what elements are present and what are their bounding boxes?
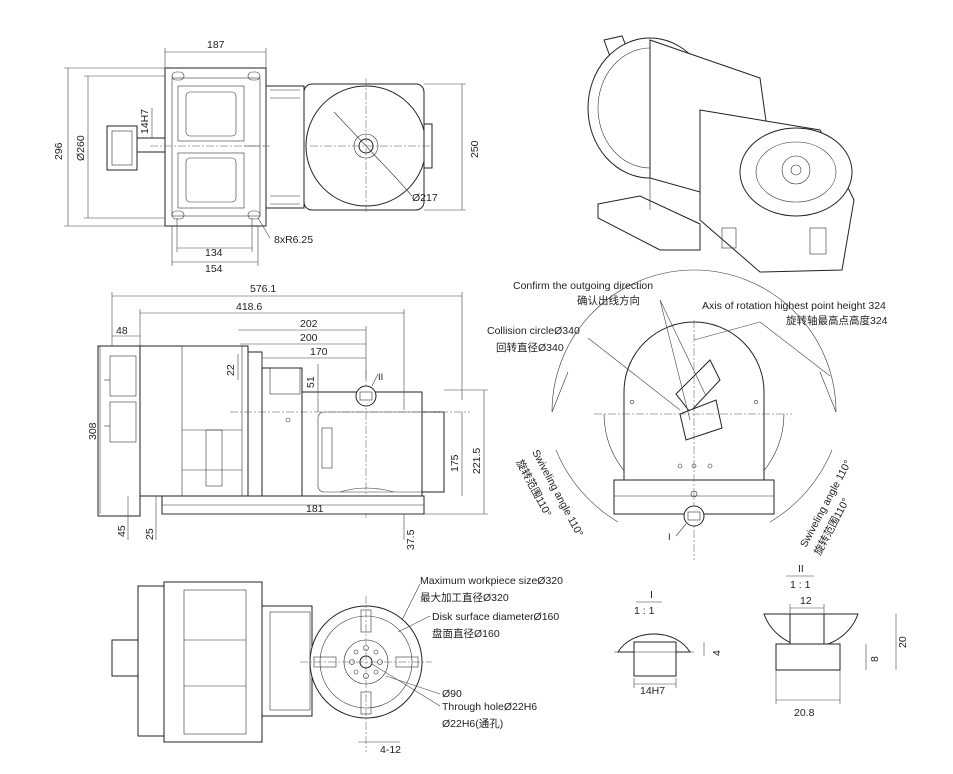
side-view: II 576.1 418.6 48 202 200 170 22 51 308 … bbox=[87, 283, 488, 550]
detail-i-h: 4 bbox=[711, 650, 723, 656]
detail-ii-20: 20 bbox=[897, 636, 909, 648]
dim-d260: Ø260 bbox=[75, 135, 87, 161]
label-disk-zh: 盘面直径Ø160 bbox=[432, 627, 500, 640]
detail-ii-12: 12 bbox=[800, 595, 812, 607]
top-view: 187 296 Ø260 14H7 250 Ø217 8xR6.25 134 1… bbox=[53, 39, 481, 275]
label-thru-en: Through holeØ22H6 bbox=[442, 701, 537, 713]
detail-i-w: 14H7 bbox=[640, 685, 665, 697]
dim-5761: 576.1 bbox=[250, 283, 276, 295]
dim-375: 37.5 bbox=[405, 529, 417, 550]
dim-4186: 418.6 bbox=[236, 301, 262, 313]
dim-296: 296 bbox=[53, 142, 65, 160]
dim-45: 45 bbox=[116, 525, 128, 537]
label-max-zh: 最大加工直径Ø320 bbox=[420, 591, 509, 604]
mark-i: I bbox=[668, 532, 671, 543]
dim-25: 25 bbox=[144, 528, 156, 540]
detail-ii-208: 20.8 bbox=[794, 707, 815, 719]
label-axis-en: Axis of rotation highest point height 32… bbox=[702, 300, 886, 312]
dim-250: 250 bbox=[469, 140, 481, 158]
dim-200: 200 bbox=[300, 332, 318, 344]
dim-2215: 221.5 bbox=[471, 448, 483, 474]
label-confirm-zh: 确认出线方向 bbox=[577, 294, 640, 307]
dim-181: 181 bbox=[306, 503, 324, 515]
detail-i-scale: 1 : 1 bbox=[634, 605, 655, 617]
label-max-en: Maximum workpiece sizeØ320 bbox=[420, 575, 563, 587]
dim-175: 175 bbox=[449, 454, 461, 472]
dim-134: 134 bbox=[205, 247, 223, 259]
label-disk-en: Disk surface diameterØ160 bbox=[432, 611, 559, 623]
detail-i: I 1 : 1 14H7 4 bbox=[614, 589, 723, 697]
dim-202: 202 bbox=[300, 318, 318, 330]
detail-ii-scale: 1 : 1 bbox=[790, 579, 811, 591]
label-thru-zh: Ø22H6(通孔) bbox=[442, 717, 503, 730]
dim-d217: Ø217 bbox=[412, 192, 438, 204]
front-view: I Confirm the outgoing direction 确认出线方向 … bbox=[487, 269, 888, 560]
dim-51: 51 bbox=[305, 376, 317, 388]
dim-14h7: 14H7 bbox=[139, 109, 151, 134]
dim-22: 22 bbox=[225, 364, 237, 376]
detail-ii-8: 8 bbox=[869, 656, 881, 662]
detail-ii-title: II bbox=[798, 563, 804, 575]
iso-view bbox=[587, 35, 855, 273]
label-confirm-en: Confirm the outgoing direction bbox=[513, 280, 653, 292]
dim-308: 308 bbox=[87, 422, 99, 440]
detail-ii: II 1 : 1 12 20 8 20.8 bbox=[763, 563, 909, 719]
dim-r625: 8xR6.25 bbox=[274, 234, 313, 246]
dim-170: 170 bbox=[310, 346, 328, 358]
detail-i-title: I bbox=[650, 589, 653, 601]
label-coll-en: Collision circleØ340 bbox=[487, 325, 580, 337]
dim-154: 154 bbox=[205, 263, 223, 275]
dim-48: 48 bbox=[116, 325, 128, 337]
mark-ii: II bbox=[378, 372, 383, 383]
label-axis-zh: 旋转轴最高点高度324 bbox=[786, 314, 888, 327]
label-coll-zh: 回转直径Ø340 bbox=[496, 341, 564, 354]
dim-187: 187 bbox=[207, 39, 225, 51]
label-d90: Ø90 bbox=[442, 688, 462, 700]
label-slot: 4-12 bbox=[380, 744, 401, 756]
bottom-view: Maximum workpiece sizeØ320 最大加工直径Ø320 Di… bbox=[111, 575, 563, 756]
